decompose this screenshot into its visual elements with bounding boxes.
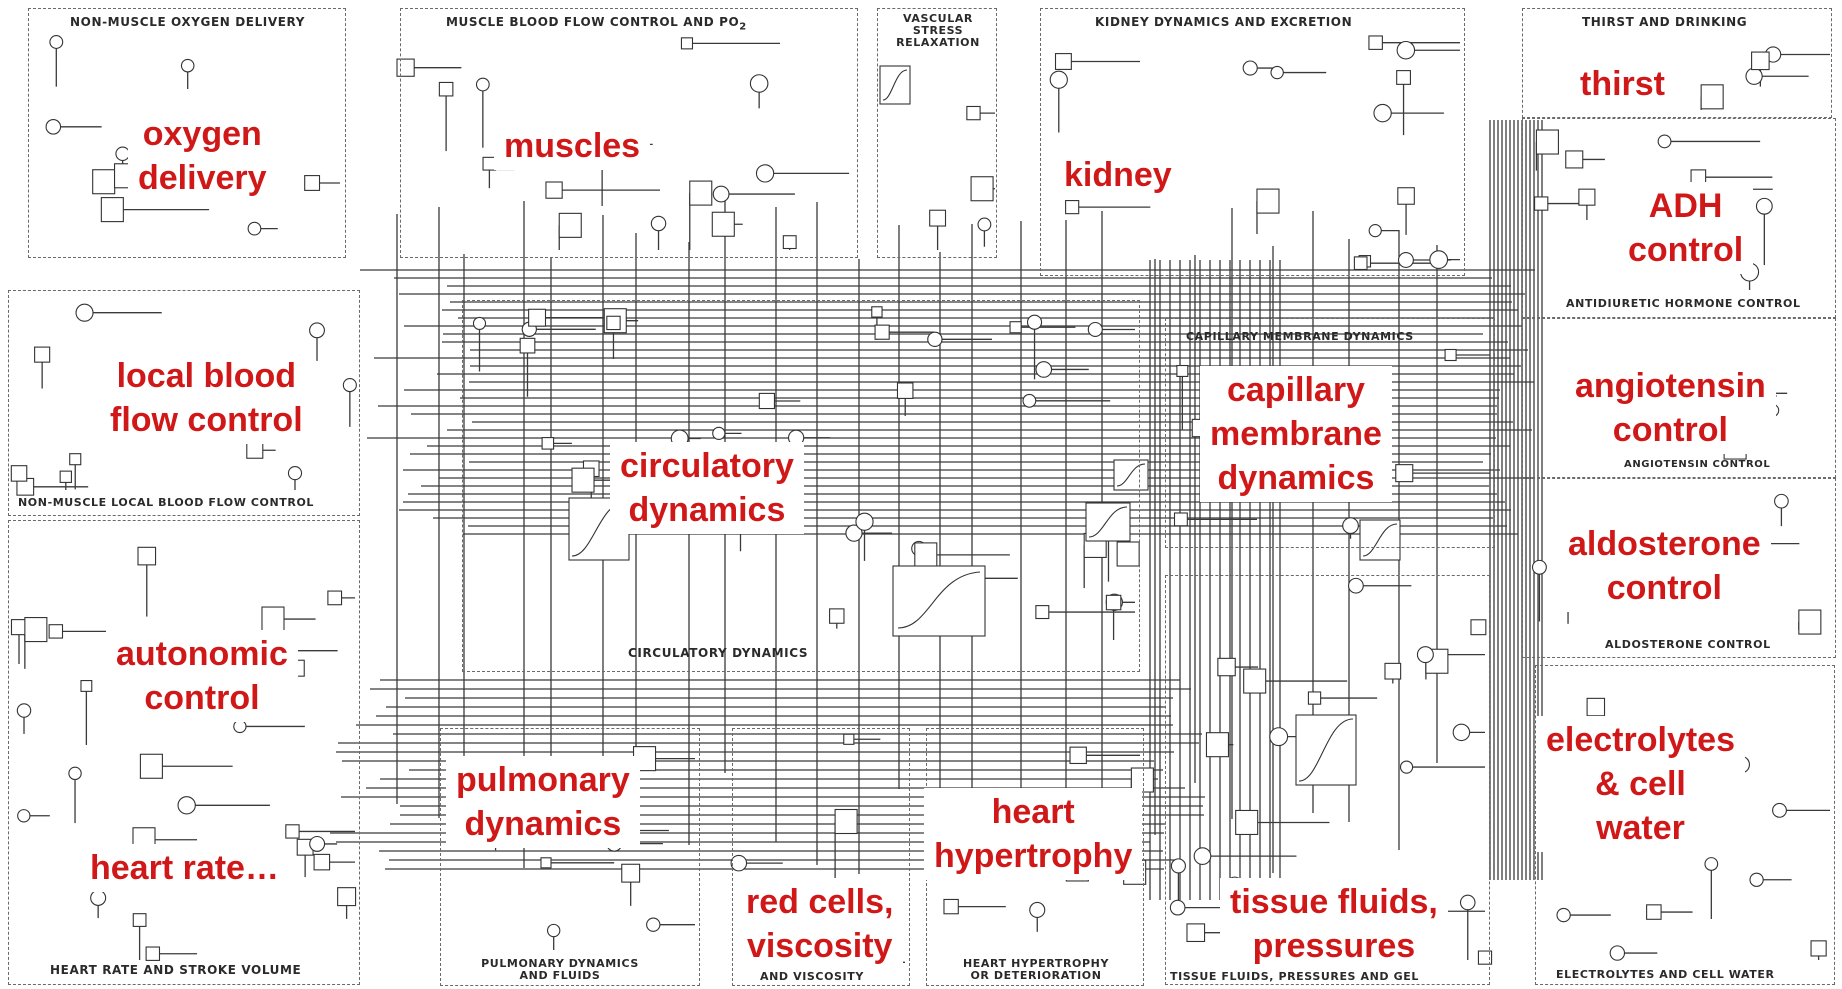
section-title-thirst: THIRST AND DRINKING xyxy=(1582,15,1747,29)
label-pulmonary-dynamics-line2: dynamics xyxy=(456,802,630,846)
section-title-local: NON-MUSCLE LOCAL BLOOD FLOW CONTROL xyxy=(18,496,314,510)
section-title-muscle: MUSCLE BLOOD FLOW CONTROL AND PO2 xyxy=(446,15,747,34)
label-kidney: kidney xyxy=(1054,151,1182,199)
label-autonomic-control: autonomic control xyxy=(106,630,298,722)
section-title-aldosterone: ALDOSTERONE CONTROL xyxy=(1605,638,1771,652)
section-title-heart-rate: HEART RATE AND STROKE VOLUME xyxy=(50,963,301,977)
section-title-muscle-text: MUSCLE BLOOD FLOW CONTROL AND PO xyxy=(446,15,739,29)
section-heart-rate xyxy=(8,520,360,985)
section-title-angiotensin: ANGIOTENSIN CONTROL xyxy=(1624,458,1770,472)
label-heart-rate-line1: heart rate… xyxy=(90,846,279,890)
label-electrolytes-line1: electrolytes xyxy=(1546,718,1735,762)
label-tissue-fluids: tissue fluids, pressures xyxy=(1220,878,1448,970)
label-pulmonary-dynamics: pulmonary dynamics xyxy=(446,756,640,848)
section-title-capillary: CAPILLARY MEMBRANE DYNAMICS xyxy=(1186,330,1414,344)
section-title-kidney: KIDNEY DYNAMICS AND EXCRETION xyxy=(1095,15,1352,29)
section-title-pulmonary-line2: AND FLUIDS xyxy=(470,970,650,982)
label-angiotensin-control-line1: angiotensin xyxy=(1575,364,1766,408)
label-oxygen-delivery: oxygen delivery xyxy=(128,110,277,202)
label-electrolytes-line3: water xyxy=(1546,806,1735,850)
label-heart-rate: heart rate… xyxy=(80,844,289,892)
label-thirst: thirst xyxy=(1570,60,1675,108)
label-angiotensin-control: angiotensin control xyxy=(1565,362,1776,454)
label-aldosterone-control-line1: aldosterone xyxy=(1568,522,1761,566)
label-circulatory-dynamics-line1: circulatory xyxy=(620,444,794,488)
label-capillary-membrane-line3: dynamics xyxy=(1210,456,1382,500)
label-electrolytes-line2: & cell xyxy=(1546,762,1735,806)
label-circulatory-dynamics-line2: dynamics xyxy=(620,488,794,532)
label-local-blood-flow: local blood flow control xyxy=(100,352,313,444)
section-title-red: AND VISCOSITY xyxy=(760,970,864,984)
label-red-cells-line2: viscosity xyxy=(746,924,893,968)
label-red-cells-line1: red cells, xyxy=(746,880,893,924)
section-title-electrolytes: ELECTROLYTES AND CELL WATER xyxy=(1556,968,1775,982)
label-angiotensin-control-line2: control xyxy=(1575,408,1766,452)
section-title-adh: ANTIDIURETIC HORMONE CONTROL xyxy=(1566,297,1801,311)
label-aldosterone-control: aldosterone control xyxy=(1558,520,1771,612)
label-electrolytes: electrolytes & cell water xyxy=(1536,716,1745,852)
label-kidney-line1: kidney xyxy=(1064,153,1172,197)
label-adh-control: ADH control xyxy=(1618,182,1753,274)
label-capillary-membrane: capillary membrane dynamics xyxy=(1200,366,1392,502)
label-adh-control-line1: ADH xyxy=(1628,184,1743,228)
section-title-hypertrophy-line2: OR DETERIORATION xyxy=(946,970,1126,982)
label-autonomic-control-line2: control xyxy=(116,676,288,720)
section-title-muscle-sub: 2 xyxy=(739,21,747,32)
label-tissue-fluids-line2: pressures xyxy=(1230,924,1438,968)
label-circulatory-dynamics: circulatory dynamics xyxy=(610,442,804,534)
label-capillary-membrane-line2: membrane xyxy=(1210,412,1382,456)
section-title-hypertrophy: HEART HYPERTROPHY OR DETERIORATION xyxy=(946,958,1126,982)
section-kidney xyxy=(1040,8,1465,276)
label-aldosterone-control-line2: control xyxy=(1568,566,1761,610)
label-autonomic-control-line1: autonomic xyxy=(116,632,288,676)
section-title-pulmonary: PULMONARY DYNAMICS AND FLUIDS xyxy=(470,958,650,982)
label-heart-hypertrophy-line1: heart xyxy=(934,790,1132,834)
label-muscles-line1: muscles xyxy=(504,124,640,168)
label-tissue-fluids-line1: tissue fluids, xyxy=(1230,880,1438,924)
label-muscles: muscles xyxy=(494,122,650,170)
label-oxygen-delivery-line2: delivery xyxy=(138,156,267,200)
label-pulmonary-dynamics-line1: pulmonary xyxy=(456,758,630,802)
label-local-blood-flow-line2: flow control xyxy=(110,398,303,442)
section-title-vascular-line3: RELAXATION xyxy=(888,37,988,49)
section-title-vascular: VASCULAR STRESS RELAXATION xyxy=(888,13,988,49)
label-local-blood-flow-line1: local blood xyxy=(110,354,303,398)
label-heart-hypertrophy: heart hypertrophy xyxy=(924,788,1142,880)
label-thirst-line1: thirst xyxy=(1580,62,1665,106)
section-title-tissue: TISSUE FLUIDS, PRESSURES AND GEL xyxy=(1170,970,1419,984)
label-red-cells: red cells, viscosity xyxy=(736,878,903,970)
label-oxygen-delivery-line1: oxygen xyxy=(138,112,267,156)
label-heart-hypertrophy-line2: hypertrophy xyxy=(934,834,1132,878)
section-title-circulatory: CIRCULATORY DYNAMICS xyxy=(628,646,808,660)
label-capillary-membrane-line1: capillary xyxy=(1210,368,1382,412)
section-title-oxygen: NON-MUSCLE OXYGEN DELIVERY xyxy=(70,15,305,29)
label-adh-control-line2: control xyxy=(1628,228,1743,272)
